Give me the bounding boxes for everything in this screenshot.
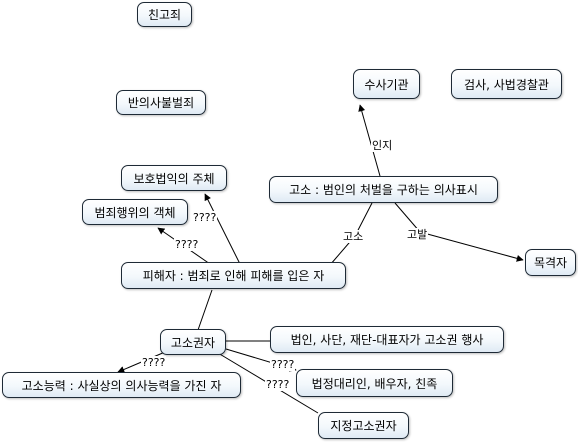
edge-gosogwonja-to-pihaeja	[197, 289, 213, 331]
node-chingojoe[interactable]: 친고죄	[137, 2, 192, 27]
node-mokgyeokja[interactable]: 목격자	[525, 249, 576, 276]
edge-label-gobal: 고발	[406, 228, 429, 241]
node-gosogwonja[interactable]: 고소권자	[160, 329, 226, 355]
edge-pihaeja-to-bohobeobik	[204, 193, 241, 265]
node-susagigwan[interactable]: 수사기관	[353, 69, 420, 99]
edge-label-inji: 인지	[371, 139, 394, 152]
node-banuisabulbeoljoe[interactable]: 반의사불벌죄	[116, 90, 206, 115]
edge-goso-to-mokgyeokja	[394, 202, 421, 233]
edge-label-unknown-1: ????	[192, 211, 218, 224]
edge-label-unknown-2: ????	[174, 238, 200, 251]
edge-label-unknown-4: ????	[270, 358, 296, 371]
edge-label-unknown-5: ????	[265, 378, 291, 391]
node-beomjoe-gaekche[interactable]: 범죄행위의 객체	[82, 199, 188, 225]
edge-gobal-to-mokgyeokja	[419, 231, 524, 262]
node-geomsa[interactable]: 검사, 사법경찰관	[451, 69, 562, 99]
edge-label-unknown-3: ????	[141, 356, 167, 369]
node-beopjeong[interactable]: 법정대리인, 배우자, 친족	[296, 369, 453, 397]
node-jijeong[interactable]: 지정고소권자	[318, 412, 409, 439]
node-beobin[interactable]: 법인, 사단, 재단-대표자가 고소권 행사	[270, 326, 504, 353]
node-bohobeobik[interactable]: 보호법익의 주체	[121, 165, 227, 191]
edge-label-goso: 고소	[342, 230, 365, 243]
node-gosoneungryeok[interactable]: 고소능력 : 사실상의 의사능력을 가진 자	[2, 372, 241, 398]
edge-goso-to-susagigwan	[358, 104, 381, 177]
node-pihaeja[interactable]: 피해자 : 범죄로 인해 피해를 입은 자	[121, 262, 346, 289]
node-goso[interactable]: 고소 : 범인의 처벌을 구하는 의사표시	[269, 176, 498, 203]
